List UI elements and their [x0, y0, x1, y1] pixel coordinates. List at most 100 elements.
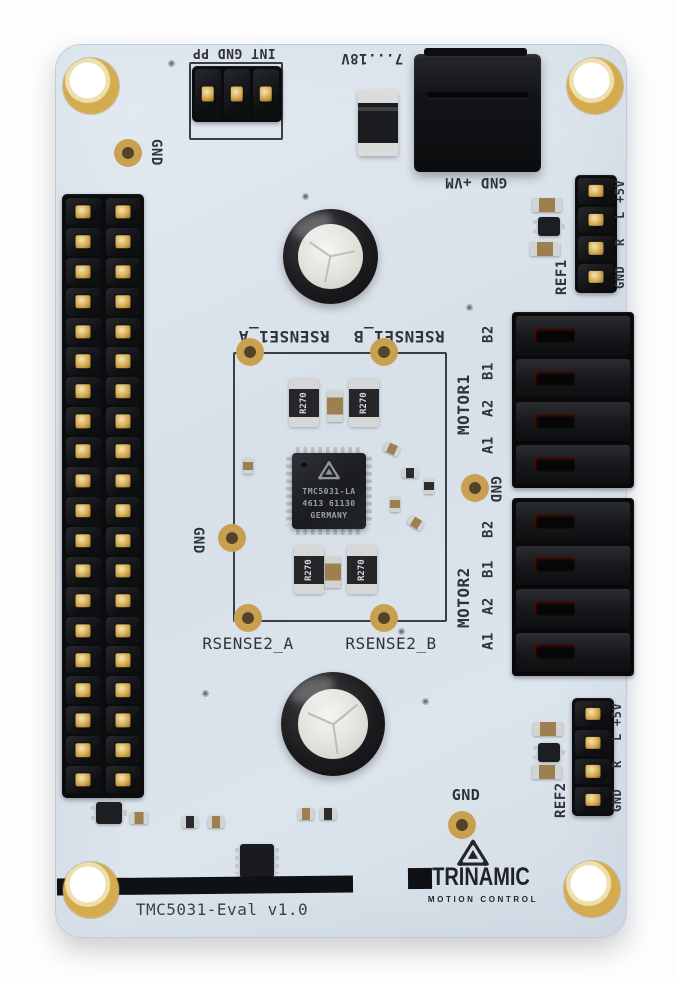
capacitor-vent-lines — [309, 241, 356, 283]
via — [168, 60, 175, 67]
sense-resistor: R270 — [347, 546, 377, 594]
rsense-silk-box — [233, 352, 447, 622]
header-pin — [105, 496, 140, 525]
header-pin — [66, 257, 101, 286]
smd-component — [530, 242, 560, 256]
motor1-label: MOTOR1 — [454, 374, 473, 436]
header-pin — [105, 287, 140, 316]
header-pin — [105, 616, 140, 645]
mounting-hole — [567, 58, 623, 114]
sense-resistor: R270 — [294, 546, 324, 594]
smd-component — [424, 478, 434, 494]
main-ic: TMC5031-LA 4613 61130 GERMANY — [286, 447, 372, 535]
header-pin — [66, 586, 101, 615]
header-pin — [516, 445, 630, 484]
header-pin — [195, 69, 221, 119]
sense-resistor: R270 — [289, 379, 319, 427]
header-pin — [105, 257, 140, 286]
header-pin — [66, 556, 101, 585]
power-connector-lip — [424, 48, 527, 56]
header-pin — [578, 264, 614, 290]
ref2-header — [572, 698, 614, 816]
header-pin — [516, 359, 630, 398]
header-pin — [105, 377, 140, 406]
smd-component — [402, 468, 418, 478]
capacitor-bottom — [281, 670, 385, 776]
header-pin — [516, 502, 630, 542]
gnd-testpoint-midright — [461, 474, 489, 502]
power-connector-slot — [426, 92, 529, 98]
header-pin — [66, 766, 101, 794]
header-pin — [66, 676, 101, 705]
header-pin — [105, 407, 140, 436]
ref1-label: REF1 — [554, 259, 570, 295]
motor2-connector — [512, 498, 634, 676]
smd-component — [208, 816, 224, 828]
left-pin-header — [62, 194, 144, 798]
header-pin — [105, 676, 140, 705]
resistor-marking: R270 — [357, 559, 367, 581]
header-pin — [66, 616, 101, 645]
ref1-pin-label-gnd: GND — [613, 265, 627, 289]
ref1-header — [575, 175, 617, 293]
mounting-hole — [63, 58, 119, 114]
header-pin — [66, 347, 101, 376]
sot23-component — [533, 217, 565, 236]
ic-pins-right — [365, 457, 372, 525]
smd-component — [298, 808, 314, 820]
motor2-pin-label-a2: A2 — [480, 597, 497, 615]
header-pin — [105, 526, 140, 555]
header-pin — [66, 467, 101, 495]
ref1-pin-label-r: R — [613, 238, 627, 246]
capacitor-top — [283, 207, 378, 304]
resistor-marking: R270 — [304, 559, 314, 581]
soic-component — [235, 844, 279, 878]
ref2-pin-label-l: L — [610, 733, 624, 741]
ref2-label: REF2 — [553, 782, 569, 818]
diode-component — [358, 90, 398, 156]
gnd-label-bottom: GND — [451, 785, 481, 804]
ref1-pin-label-l: L — [613, 211, 627, 219]
header-pin — [105, 437, 140, 466]
header-pin — [66, 736, 101, 765]
header-pin — [516, 316, 630, 355]
header-pin — [66, 198, 101, 226]
sot23-component — [533, 743, 565, 762]
motor1-pin-label-a2: A2 — [480, 399, 497, 417]
header-pin — [575, 787, 611, 813]
header-pin — [66, 407, 101, 436]
via — [422, 698, 429, 705]
rsense1-a-testpoint — [236, 338, 264, 366]
gnd-testpoint-midleft — [218, 524, 246, 552]
rsense1-b-testpoint — [370, 338, 398, 366]
header-pin — [66, 646, 101, 675]
via — [466, 304, 473, 311]
smd-capacitor — [325, 556, 341, 588]
ic-pins-left — [286, 457, 293, 525]
header-pin — [66, 496, 101, 525]
ref2-pin-label-gnd: GND — [610, 788, 624, 812]
rsense2-a-label: RSENSE2_A — [202, 634, 294, 653]
header-pin — [575, 758, 611, 785]
trinamic-logo-icon — [457, 839, 489, 866]
header-pin — [105, 646, 140, 675]
header-pin — [105, 347, 140, 376]
header-pin — [578, 235, 614, 262]
header-pin — [105, 227, 140, 256]
rsense2-b-testpoint — [370, 604, 398, 632]
motor1-pin-label-b1: B1 — [480, 362, 497, 380]
motor2-pin-label-a1: A1 — [480, 632, 497, 650]
jumper-silk-outline — [189, 62, 283, 140]
header-pin — [575, 701, 611, 727]
header-pin — [66, 377, 101, 406]
header-pin — [516, 402, 630, 441]
header-pin — [66, 526, 101, 555]
smd-component — [320, 808, 336, 820]
header-pin — [105, 467, 140, 495]
via — [398, 628, 405, 635]
rsense2-a-testpoint — [234, 604, 262, 632]
header-pin — [575, 729, 611, 756]
gnd-testpoint-topleft — [114, 139, 142, 167]
sot23-component — [91, 802, 127, 824]
